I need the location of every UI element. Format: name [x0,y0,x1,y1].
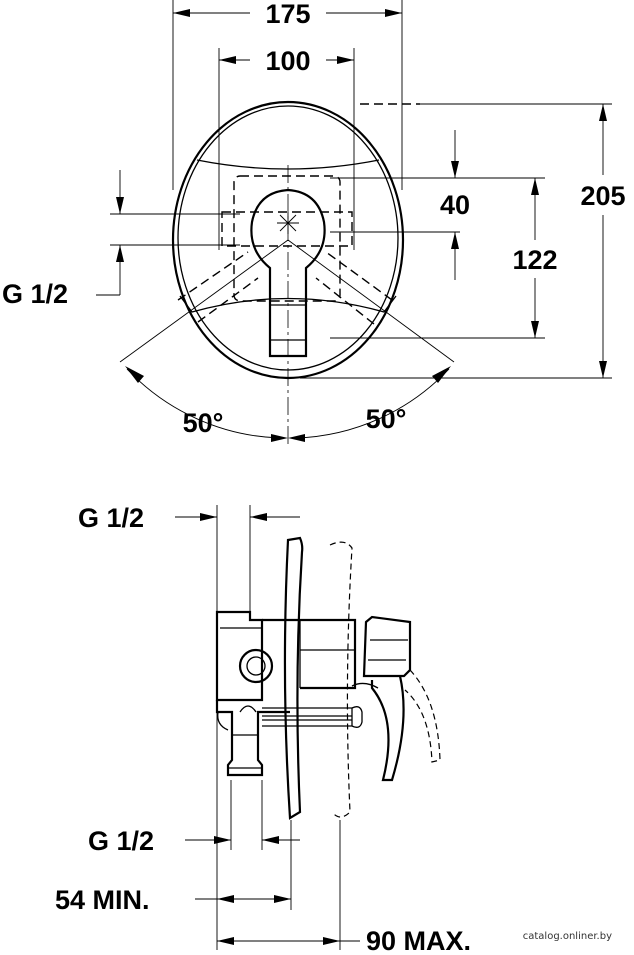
alternate-outline [329,541,441,818]
dimension-100: 100 [219,46,354,76]
offset-122-label: 122 [512,245,557,275]
dimension-90-max: 90 MAX. [217,926,471,955]
dimension-205: 205 [580,104,626,378]
wall-plate [283,536,304,820]
front-view: 175 100 205 12 [2,0,626,445]
dimension-thread-front: G 1/2 [2,170,240,309]
dimension-175: 175 [173,0,402,29]
offset-40-label: 40 [440,190,470,220]
height-205-label: 205 [580,181,625,211]
spindle [262,618,363,728]
dimension-54-min: 54 MIN. [55,885,291,915]
dimension-122: 122 [512,178,558,338]
width-100-label: 100 [265,46,310,76]
angle-left: 50° [125,366,288,442]
angle-right-label: 50° [366,404,407,434]
watermark: catalog.onliner.by [523,931,612,942]
depth-max-label: 90 MAX. [366,926,471,955]
side-view: G 1/2 G 1/2 54 MIN. 90 MAX. [55,503,471,955]
concealed-body [177,175,393,325]
valve-body [215,610,290,777]
thread-side-top-label: G 1/2 [78,503,144,533]
thread-side-bottom-label: G 1/2 [88,826,154,856]
depth-min-label: 54 MIN. [55,885,150,915]
angle-left-label: 50° [183,408,224,438]
dimension-thread-side-top: G 1/2 [78,503,300,533]
angle-right: 50° [288,366,451,442]
lever-side [351,615,412,782]
dimension-40: 40 [440,130,470,280]
width-175-label: 175 [265,0,310,29]
lever-handle [250,188,326,358]
thread-front-label: G 1/2 [2,279,68,309]
dimension-thread-side-bottom: G 1/2 [88,826,300,856]
